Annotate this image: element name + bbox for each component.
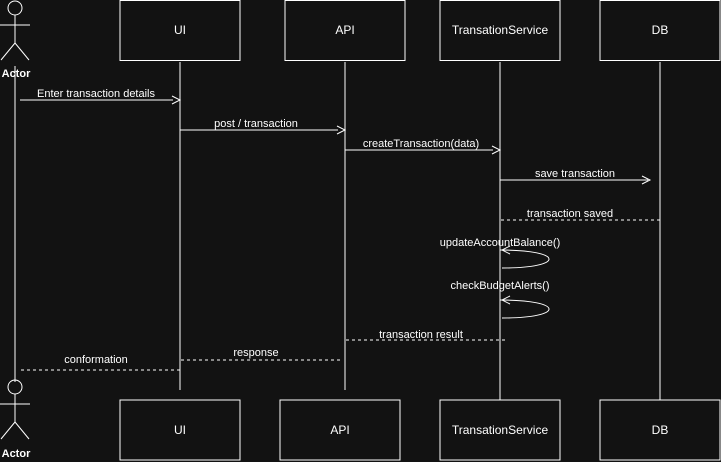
- actor-right-leg: [14, 421, 30, 440]
- message-label-response: response: [233, 347, 278, 359]
- arrowhead-icon: [336, 125, 347, 135]
- participant-box-ui-bottom: [119, 399, 241, 461]
- participant-label-ui-bottom: UI: [174, 423, 186, 437]
- actor-left-leg: [0, 421, 16, 440]
- actor-right-leg: [14, 42, 30, 61]
- arrowhead-icon: [171, 95, 182, 105]
- arrowhead-icon: [500, 245, 511, 255]
- arrowhead-icon: [641, 175, 652, 185]
- participant-box-api-top: [284, 0, 406, 61]
- message-label-conformation: conformation: [64, 354, 128, 366]
- message-label-transaction-saved: transaction saved: [527, 208, 613, 220]
- message-arrow-update-balance: [499, 249, 550, 269]
- message-label-update-balance: updateAccountBalance(): [440, 237, 560, 249]
- participant-box-api-bottom: [279, 399, 401, 461]
- participant-label-api-top: API: [335, 23, 354, 37]
- participant-label-db-top: DB: [652, 23, 669, 37]
- actor-head-icon: [7, 0, 23, 16]
- arrowhead-icon: [500, 295, 511, 305]
- actor-figure-bottom: [0, 379, 30, 440]
- arrowhead-icon: [491, 145, 502, 155]
- participant-label-ui-top: UI: [174, 23, 186, 37]
- participant-label-transation-service-bottom: TransationService: [452, 423, 549, 437]
- message-label-enter-details: Enter transaction details: [37, 88, 156, 100]
- message-label-post-transaction: post / transaction: [214, 118, 298, 130]
- participant-label-api-bottom: API: [330, 423, 349, 437]
- actor-head-icon: [7, 379, 23, 395]
- participant-box-ui-top: [119, 0, 241, 61]
- message-arrow-check-budget: [499, 299, 550, 319]
- message-label-check-budget: checkBudgetAlerts(): [450, 280, 549, 292]
- actor-label-top: Actor: [2, 68, 31, 80]
- participant-box-transation-service-top: [439, 0, 561, 61]
- message-label-transaction-result: transaction result: [379, 329, 463, 341]
- actor-label-bottom: Actor: [2, 448, 31, 460]
- participant-label-db-bottom: DB: [652, 423, 669, 437]
- actor-left-leg: [0, 42, 16, 61]
- message-label-save-transaction: save transaction: [535, 168, 615, 180]
- participant-label-transation-service-top: TransationService: [452, 23, 549, 37]
- participant-box-db-top: [599, 0, 721, 61]
- actor-figure-top: [0, 0, 30, 61]
- participant-box-db-bottom: [599, 399, 721, 461]
- message-label-create-transaction: createTransaction(data): [363, 138, 479, 150]
- participant-box-transation-service-bottom: [439, 399, 561, 461]
